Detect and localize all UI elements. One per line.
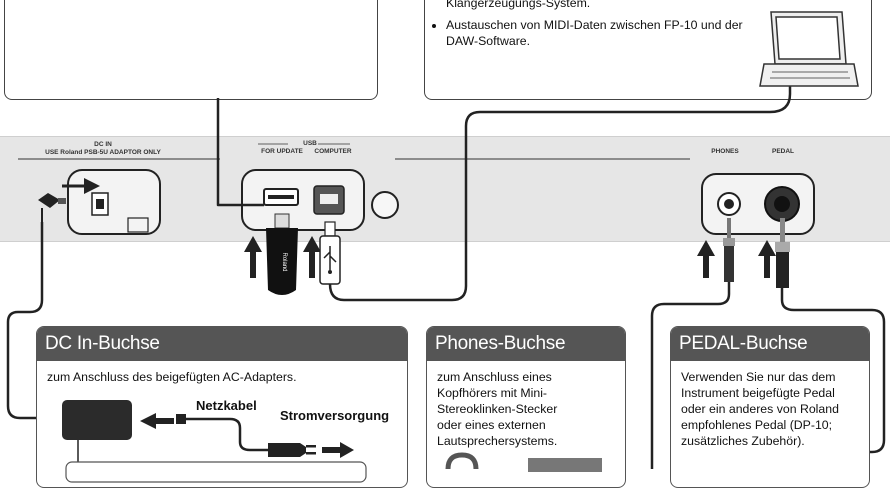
top-right-bullet-list: Austauschen von MIDI-Daten zwischen FP-1…: [430, 17, 751, 53]
netzkabel-arrow: [140, 413, 174, 429]
dc-in-card-title: DC In-Buchse: [37, 327, 407, 361]
pedal-card: PEDAL-Buchse Verwenden Sie nur das dem I…: [670, 326, 870, 488]
dc-plug-icon: [38, 193, 66, 222]
top-left-callout-box: [4, 0, 378, 100]
ac-adapter-icon: [62, 400, 132, 440]
dc-in-title: DC IN: [94, 141, 112, 148]
speaker-icon: [528, 458, 602, 472]
netzkabel-label: Netzkabel: [196, 398, 257, 413]
dc-in-subtitle: USE Roland PSB-5U ADAPTOR ONLY: [45, 148, 161, 156]
insert-arrows: [244, 236, 776, 278]
headphones-icon: [445, 452, 479, 470]
dc-in-label: DC IN USE Roland PSB-5U ADAPTOR ONLY: [38, 141, 168, 156]
power-plug-icon: [268, 443, 316, 457]
pedal-label: PEDAL: [771, 148, 795, 155]
laptop-icon: [759, 11, 859, 87]
usb-label: USB: [290, 140, 330, 148]
phones-card: Phones-Buchse zum Anschluss eines Kopfhö…: [426, 326, 626, 488]
usb-title: USB: [303, 140, 317, 147]
stromversorgung-arrow: [322, 442, 354, 458]
top-right-partial-line: Klangerzeugungs-System.: [446, 0, 591, 10]
usb-for-update-label: FOR UPDATE: [261, 148, 303, 155]
dc-in-card-text: zum Anschluss des beigefügten AC-Adapter…: [47, 370, 297, 384]
phones-card-title: Phones-Buchse: [427, 327, 625, 361]
stromversorgung-label: Stromversorgung: [280, 408, 390, 423]
usb-computer-label: COMPUTER: [314, 148, 352, 155]
phones-label: PHONES: [711, 148, 739, 155]
usb-recess: [241, 169, 365, 231]
connection-illustration: Roland: [6, 11, 886, 470]
pedal-plug-icon: [775, 218, 790, 288]
top-right-bullet-item: Austauschen von MIDI-Daten zwischen FP-1…: [446, 17, 751, 49]
phones-plug-icon: [723, 218, 735, 282]
cable-lines: [6, 72, 886, 470]
pedal-card-title: PEDAL-Buchse: [671, 327, 869, 361]
power-cable-icon: [180, 417, 268, 452]
usb-stick-brand: Roland: [281, 252, 287, 271]
panel-knob: [371, 191, 399, 219]
usb-flash-drive-icon: [266, 213, 298, 295]
pedal-card-text: Verwenden Sie nur das dem Instrument bei…: [681, 370, 839, 448]
phones-card-text: zum Anschluss eines Kopfhörers mit Mini-…: [437, 370, 558, 448]
